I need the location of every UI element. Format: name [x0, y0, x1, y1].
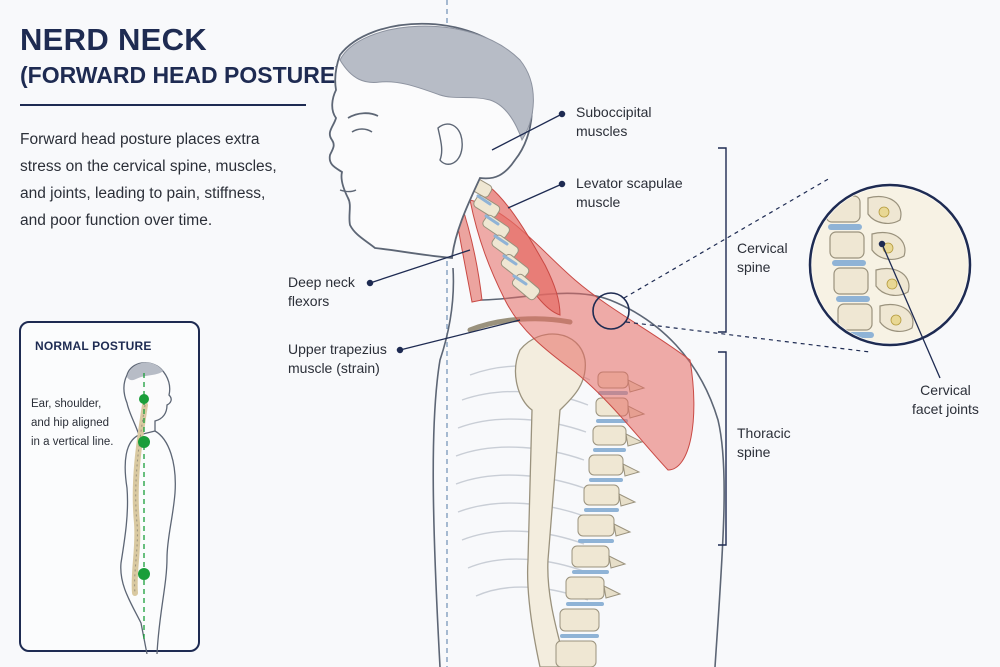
- normal-posture-figure: [120, 362, 176, 654]
- intro-text: Forward head posture places extra stress…: [20, 126, 320, 234]
- ear: [437, 123, 463, 165]
- hip-marker: [138, 568, 150, 580]
- leader-facet-joints: [881, 243, 941, 379]
- label-levator-scapulae: Levator scapulae muscle: [576, 174, 683, 212]
- inset-note: Ear, shoulder, and hip aligned in a vert…: [31, 395, 143, 452]
- label-line: Levator scapulae: [576, 175, 683, 191]
- label-upper-trapezius: Upper trapezius muscle (strain): [288, 340, 387, 378]
- label-line: Suboccipital: [576, 104, 652, 120]
- note-line: in a vertical line.: [31, 436, 114, 448]
- leader-deep-neck: [369, 249, 471, 284]
- leader-suboccipital: [491, 113, 563, 151]
- thoracic-bracket: [718, 351, 727, 546]
- ear-marker: [139, 394, 149, 404]
- inset-title: NORMAL POSTURE: [35, 339, 152, 353]
- label-line: flexors: [288, 293, 330, 309]
- page-subtitle: (FORWARD HEAD POSTURE): [20, 62, 343, 88]
- mouth: [339, 189, 357, 193]
- hair: [339, 25, 534, 142]
- normal-posture-panel: NORMAL POSTURE Ear, shoulder, and hip al…: [19, 321, 200, 654]
- shoulder-marker: [138, 436, 150, 448]
- label-line: Thoracic: [737, 425, 791, 441]
- cervical-bracket: [718, 147, 727, 333]
- eyebrow: [347, 112, 379, 119]
- label-cervical-spine: Cervical spine: [737, 239, 788, 277]
- label-line: Deep neck: [288, 274, 355, 290]
- leader-upper-trap: [399, 319, 521, 351]
- leader-levator: [507, 183, 563, 209]
- label-line: facet joints: [912, 401, 979, 417]
- label-line: Cervical: [737, 240, 788, 256]
- note-line: Ear, shoulder,: [31, 398, 102, 410]
- label-line: spine: [737, 259, 771, 275]
- title-divider: [20, 104, 306, 106]
- strain-highlight-circle: [592, 292, 630, 330]
- intro-line: stress on the cervical spine, muscles,: [20, 158, 277, 175]
- intro-line: Forward head posture places extra: [20, 131, 260, 148]
- label-line: muscles: [576, 123, 628, 139]
- intro-line: and joints, leading to pain, stiffness,: [20, 185, 266, 202]
- label-line: spine: [737, 444, 771, 460]
- label-thoracic-spine: Thoracic spine: [737, 424, 791, 462]
- chest-outline: [432, 267, 455, 667]
- label-line: Cervical: [920, 382, 971, 398]
- label-deep-neck-flexors: Deep neck flexors: [288, 273, 355, 311]
- intro-line: and poor function over time.: [20, 212, 213, 229]
- page-title: NERD NECK: [20, 22, 207, 57]
- label-suboccipital: Suboccipital muscles: [576, 103, 652, 141]
- label-line: muscle: [576, 194, 621, 210]
- zoom-connector-lower: [625, 321, 871, 353]
- eye: [351, 128, 373, 133]
- label-facet-joints: Cervical facet joints: [912, 381, 979, 419]
- note-line: and hip aligned: [31, 417, 110, 429]
- label-line: muscle (strain): [288, 360, 380, 376]
- label-line: Upper trapezius: [288, 341, 387, 357]
